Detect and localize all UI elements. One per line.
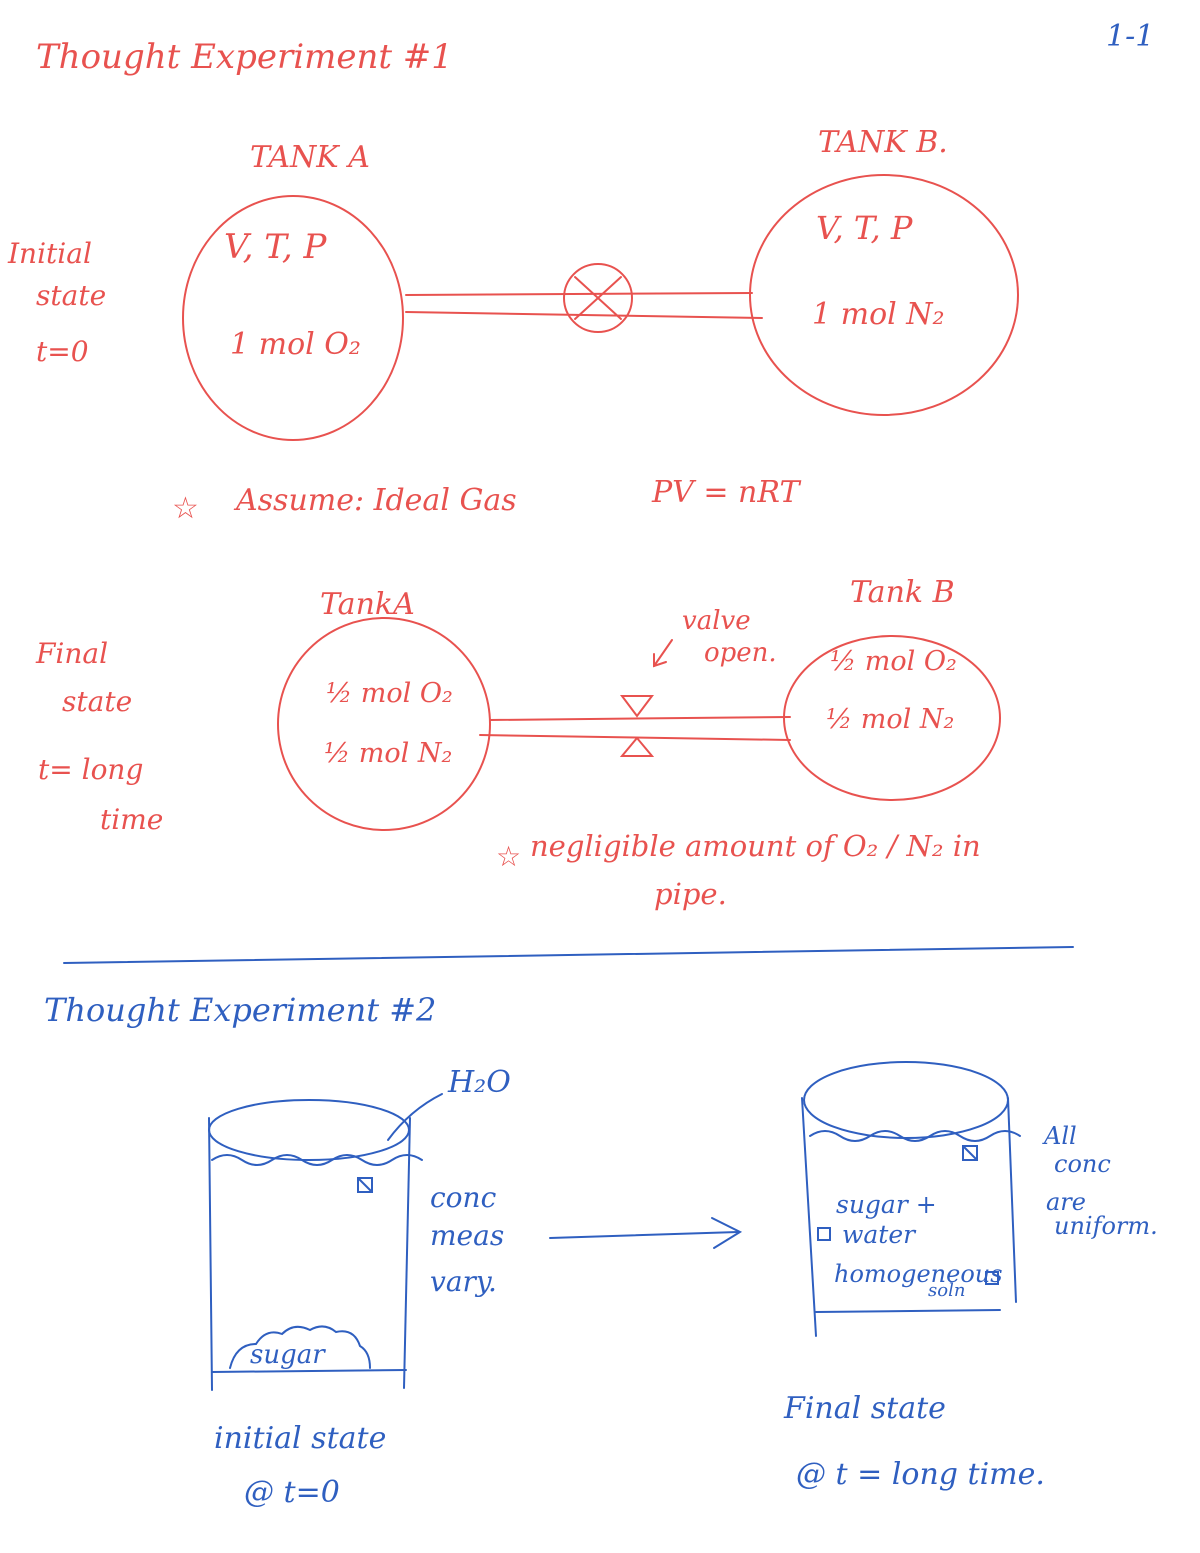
- initial-caption-2: @ t=0: [244, 1475, 340, 1510]
- tank-b-final-line1: ½ mol O₂: [830, 646, 957, 677]
- valve-arrow-icon: [653, 639, 673, 668]
- page-number: 1-1: [1106, 19, 1155, 54]
- pipe-final-top: [489, 716, 791, 721]
- tank-a-final-name: TankA: [320, 587, 415, 622]
- tank-b-initial-contents: 1 mol N₂: [812, 297, 945, 332]
- final-state-label-1: Final: [36, 637, 109, 670]
- ideal-gas-equation: PV = nRT: [652, 475, 800, 510]
- final-state-label-3: t= long: [38, 753, 144, 786]
- final-side-note-4: uniform.: [1054, 1212, 1158, 1240]
- final-state-label-2: state: [62, 685, 133, 718]
- open-valve-icon: [619, 695, 655, 757]
- pipe-initial-bottom: [405, 311, 763, 319]
- experiment1-title: Thought Experiment #1: [36, 37, 453, 77]
- initial-caption-1: initial state: [214, 1421, 387, 1456]
- tank-a-initial-contents: 1 mol O₂: [230, 327, 361, 362]
- tank-a-initial-circle: [182, 195, 404, 441]
- assumption-star-icon: ☆: [172, 491, 199, 526]
- assumption-text: Assume: Ideal Gas: [236, 483, 517, 518]
- tank-b-final-line2: ½ mol N₂: [826, 704, 955, 735]
- sugar-label: sugar: [250, 1340, 325, 1370]
- beaker-initial: [208, 1099, 423, 1391]
- pipe-initial-top: [405, 292, 753, 296]
- tank-a-final-line2: ½ mol N₂: [324, 738, 453, 769]
- final-side-note-3: are: [1046, 1188, 1086, 1216]
- final-inside-text-3: homogeneous: [834, 1260, 1003, 1288]
- pipe-note-2: pipe.: [654, 877, 727, 911]
- final-inside-text-4: soln: [928, 1280, 966, 1301]
- pipe-note-1: negligible amount of O₂ / N₂ in: [530, 829, 981, 863]
- experiment2-title: Thought Experiment #2: [44, 991, 437, 1029]
- initial-state-label-3: t=0: [36, 335, 89, 368]
- h2o-label: H₂O: [448, 1065, 511, 1100]
- dissolved-particle-icon: [817, 1145, 999, 1285]
- tank-b-initial-circle: [749, 174, 1019, 416]
- final-inside-text-1: sugar +: [836, 1190, 937, 1219]
- valve-note-1: valve: [682, 606, 751, 636]
- final-caption-2: @ t = long time.: [796, 1457, 1045, 1492]
- note-star-icon: ☆: [496, 840, 521, 873]
- closed-valve-icon: [563, 263, 633, 333]
- initial-side-note-3: vary.: [430, 1265, 497, 1298]
- final-inside-text-2: water: [842, 1220, 916, 1249]
- sugar-pile: [229, 1325, 371, 1369]
- pipe-final-bottom: [479, 734, 791, 741]
- final-side-note-2: conc: [1054, 1150, 1111, 1178]
- initial-side-note-1: conc: [430, 1181, 497, 1214]
- section-divider: [63, 946, 1074, 964]
- final-state-label-4: time: [100, 803, 164, 836]
- tank-a-initial-name: TANK A: [250, 140, 370, 175]
- tank-b-initial-props: V, T, P: [816, 209, 913, 247]
- final-caption-1: Final state: [784, 1391, 946, 1426]
- tank-a-final-line1: ½ mol O₂: [326, 678, 453, 709]
- tank-a-initial-props: V, T, P: [224, 227, 327, 267]
- tank-a-final-circle: [277, 617, 491, 831]
- sugar-particle-icon: [357, 1177, 373, 1193]
- tank-b-initial-name: TANK B.: [818, 125, 948, 160]
- initial-state-label-2: state: [36, 279, 107, 312]
- tank-b-final-name: Tank B: [850, 575, 955, 610]
- final-side-note-1: All: [1044, 1122, 1077, 1150]
- beaker-final: [801, 1061, 1021, 1337]
- valve-note-2: open.: [704, 638, 777, 668]
- initial-state-label-1: Initial: [8, 237, 92, 270]
- process-arrow-icon: [549, 1217, 743, 1249]
- h2o-pointer: [387, 1093, 443, 1141]
- initial-side-note-2: meas: [430, 1219, 505, 1252]
